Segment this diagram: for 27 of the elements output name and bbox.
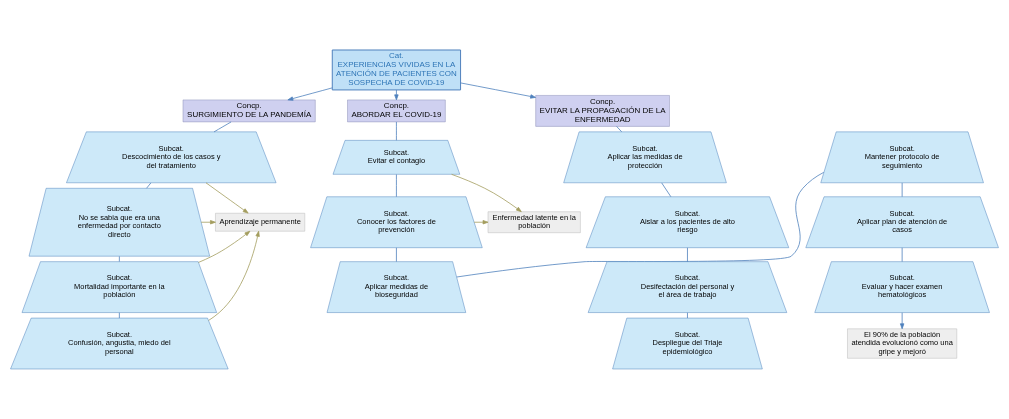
- connector: [901, 182, 903, 198]
- node-box: Concp. EVITAR LA PROPAGACIÓN DE LA ENFERMEDAD: [535, 95, 670, 127]
- arrow: [205, 182, 249, 214]
- connector: [213, 121, 232, 133]
- connector: [118, 255, 120, 262]
- arrow: [900, 312, 905, 330]
- connector: [146, 182, 152, 189]
- node-box: Concp. ABORDAR EL COVID-19: [347, 99, 446, 123]
- arrow: [208, 230, 260, 321]
- connector: [661, 182, 672, 198]
- connector: [396, 121, 397, 141]
- node-box: Cat. EXPERIENCIAS VIVIDAS EN LA ATENCIÓN DE PACIENTES CON SOSPECHA DE COVID-19: [331, 49, 462, 91]
- connector: [687, 247, 688, 263]
- connector: [396, 247, 397, 263]
- connector: [396, 174, 397, 198]
- arrow: [394, 89, 399, 101]
- connector: [616, 126, 623, 133]
- arrow: [198, 230, 251, 263]
- connector: [901, 247, 903, 263]
- arrow: [200, 220, 216, 225]
- arrow: [473, 220, 489, 225]
- node-box: Concp. SURGIMIENTO DE LA PANDEMÍA: [182, 99, 316, 123]
- arrow: [451, 173, 522, 213]
- arrow: [460, 82, 536, 99]
- connector: [687, 312, 688, 319]
- arrow: [287, 87, 333, 101]
- connector: [118, 312, 120, 319]
